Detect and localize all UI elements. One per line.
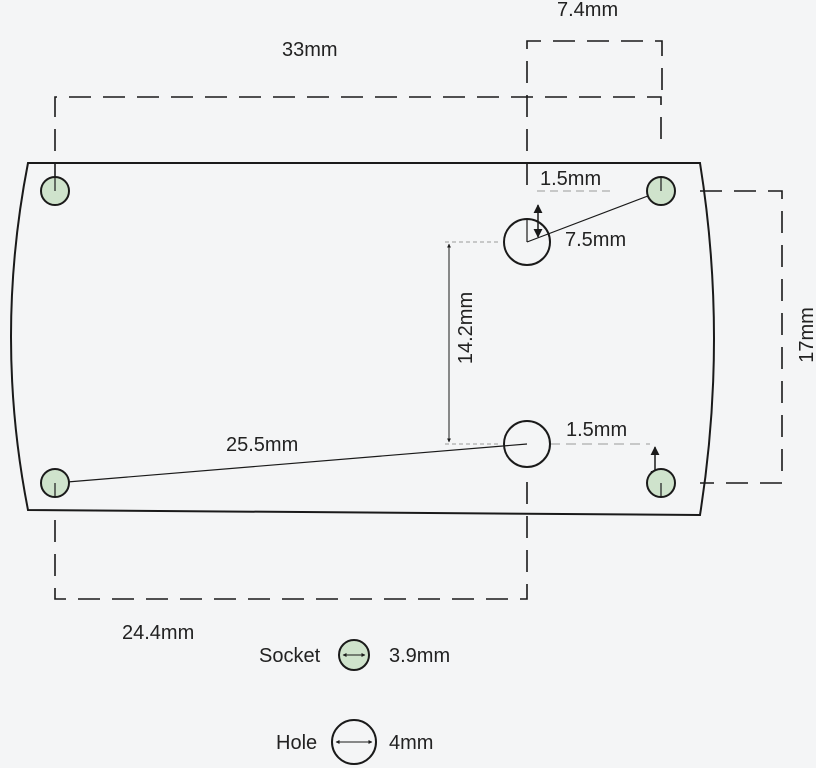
label-top-width: 33mm bbox=[282, 39, 338, 61]
legend-hole-size: 4mm bbox=[389, 732, 434, 754]
legend-hole-label: Hole bbox=[276, 732, 318, 754]
label-socket-hole-offset-bottom: 1.5mm bbox=[566, 419, 628, 441]
legend-hole-icon bbox=[331, 719, 377, 765]
plate-outline bbox=[10, 162, 715, 517]
sockets bbox=[40, 176, 676, 498]
label-diagonal: 25.5mm bbox=[226, 434, 299, 456]
label-bottom-width: 24.4mm bbox=[122, 622, 195, 644]
legend-socket-size: 3.9mm bbox=[389, 645, 451, 667]
label-hole-to-socket: 7.5mm bbox=[565, 229, 627, 251]
label-right-offset: 7.4mm bbox=[557, 0, 619, 21]
label-hole-spacing: 14.2mm bbox=[455, 291, 478, 365]
legend-socket-label: Socket bbox=[259, 645, 321, 667]
dimension-dashes bbox=[54, 40, 783, 600]
reference-lines bbox=[445, 190, 650, 445]
label-socket-hole-offset-top: 1.5mm bbox=[540, 168, 602, 190]
hole-bottom bbox=[503, 420, 551, 468]
diagonal-bottom-line bbox=[54, 443, 528, 484]
label-socket-spacing-vertical: 17mm bbox=[795, 307, 816, 363]
